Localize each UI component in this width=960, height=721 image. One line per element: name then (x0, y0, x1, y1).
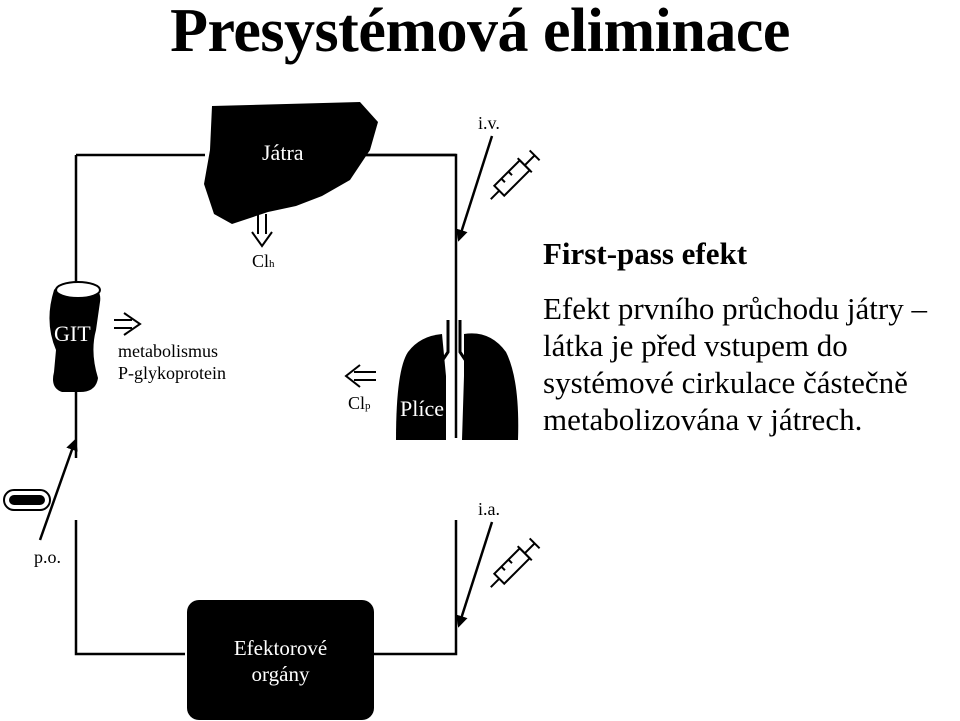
git-opening (55, 281, 101, 299)
clearance-hepatic-sub: h (269, 258, 275, 270)
clearance-hepatic-label: Clh (252, 252, 275, 270)
description-line: látka je před vstupem do (543, 328, 848, 363)
ia-arrow (456, 521, 494, 628)
description-line: systémové cirkulace částečně (543, 365, 908, 400)
effector-organs-box (187, 600, 374, 720)
page-title: Presystémová eliminace (170, 0, 790, 65)
tablet-icon (3, 489, 51, 511)
iv-label: i.v. (478, 113, 500, 133)
liver-label: Játra (262, 140, 304, 165)
po-label: p.o. (34, 547, 61, 567)
first-pass-heading: First-pass efekt (543, 236, 748, 271)
clearance-hepatic-main: Cl (252, 251, 270, 271)
first-pass-description: Efekt prvního průchodu játry – látka je … (543, 290, 958, 438)
liver-shape (204, 102, 378, 224)
description-line: Efekt prvního průchodu játry – (543, 291, 927, 326)
ia-label: i.a. (478, 499, 500, 519)
iv-arrow (456, 135, 494, 242)
gut-pglycoprotein-label: P-glykoprotein (118, 363, 226, 383)
git-shape (49, 282, 101, 392)
clearance-pulmonary-label: Clp (348, 394, 371, 412)
clearance-pulmonary-sub: p (365, 400, 371, 412)
gut-metabolism-label: metabolismus (118, 341, 218, 361)
effector-organs-label-line1: Efektorové (233, 636, 328, 660)
effector-organs-label-line2: orgány (251, 662, 310, 686)
po-arrow (38, 438, 78, 541)
double-arrow-right-icon (114, 312, 142, 336)
clearance-pulmonary-main: Cl (348, 393, 366, 413)
description-line: metabolizována v játrech. (543, 402, 863, 437)
first-pass-text: First-pass efekt Efekt prvního průchodu … (543, 236, 958, 438)
double-arrow-left-icon (344, 364, 376, 388)
syringe-icon (490, 537, 541, 588)
git-label: GIT (54, 321, 91, 346)
double-arrow-down-icon (251, 214, 273, 248)
lungs-label: Plíce (400, 396, 444, 421)
syringe-icon (490, 149, 541, 200)
lungs-shape (396, 320, 519, 440)
